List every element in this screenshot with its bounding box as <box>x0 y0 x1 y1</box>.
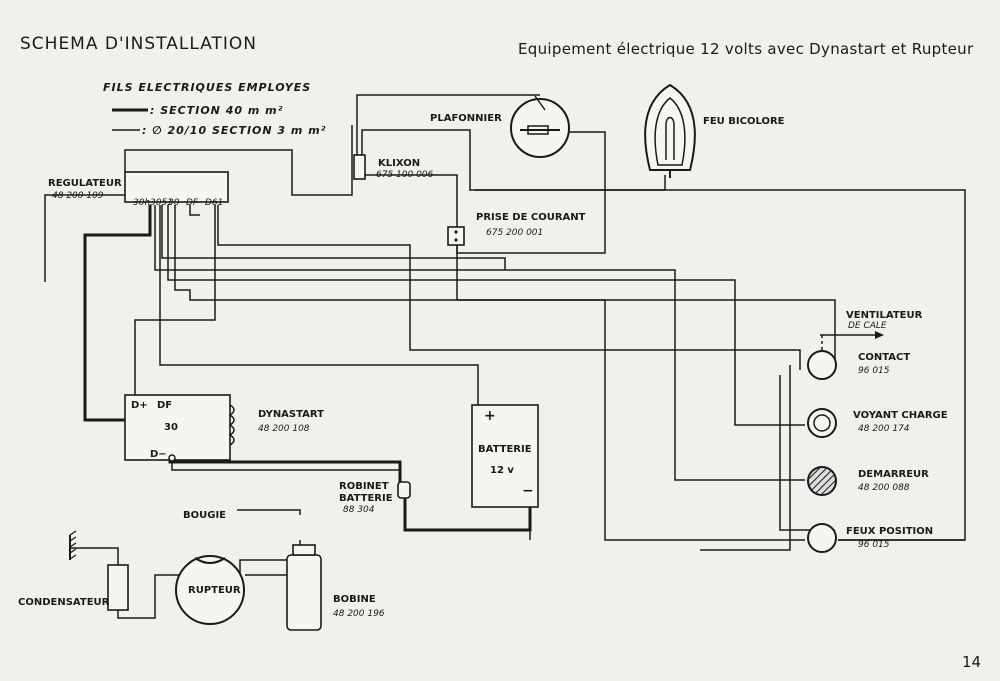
voyant-ref: 48 200 174 <box>858 424 910 434</box>
dynastart: D+ DF 30 D− DYNASTART 48 200 108 <box>124 394 324 462</box>
plafonnier-label: PLAFONNIER <box>430 113 502 124</box>
dynastart-terminal-df: DF <box>157 400 172 411</box>
demarreur-label: DEMARREUR <box>858 469 929 480</box>
batterie-plus: + <box>484 408 496 424</box>
wire-legend: FILS ELECTRIQUES EMPLOYES : SECTION 40 m… <box>103 81 327 137</box>
regulateur-terminal-df: DF <box>186 198 199 208</box>
contact-ref: 96 015 <box>858 366 890 376</box>
feux-position-label: FEUX POSITION <box>846 526 933 537</box>
prise-label: PRISE DE COURANT <box>476 212 586 223</box>
contact-label: CONTACT <box>858 352 910 363</box>
feux-position: FEUX POSITION 96 015 <box>807 523 933 553</box>
ventilateur: VENTILATEUR DE CALE <box>846 310 923 331</box>
ventilateur-sub: DE CALE <box>848 321 887 331</box>
regulateur-terminal-30: 30 <box>168 198 180 208</box>
demarreur: DEMARREUR 48 200 088 <box>807 466 929 496</box>
feux-position-ref: 96 015 <box>858 540 890 550</box>
dynastart-terminal-dminus: D− <box>150 449 167 460</box>
voyant-label: VOYANT CHARGE <box>853 410 948 421</box>
rupteur: RUPTEUR <box>175 555 245 625</box>
bougie-label: BOUGIE <box>183 510 226 521</box>
page-title: SCHEMA D'INSTALLATION <box>20 34 258 54</box>
batterie-minus: − <box>522 483 534 499</box>
dynastart-label: DYNASTART <box>258 409 324 420</box>
bougie: BOUGIE <box>183 510 226 521</box>
voyant-charge: VOYANT CHARGE 48 200 174 <box>807 408 948 438</box>
bobine: BOBINE 48 200 196 <box>286 544 385 631</box>
page-subtitle: Equipement électrique 12 volts avec Dyna… <box>518 40 974 58</box>
robinet-label: ROBINET <box>339 481 389 492</box>
condensateur-label: CONDENSATEUR <box>18 597 110 608</box>
dynastart-ref: 48 200 108 <box>258 424 310 434</box>
regulateur-terminal-3051: 3051 <box>150 198 173 208</box>
regulateur-terminal-d61: D61 <box>205 198 223 208</box>
regulateur-terminal-30h: 30h <box>133 198 150 208</box>
condensateur: CONDENSATEUR <box>18 530 129 611</box>
prise-de-courant: PRISE DE COURANT 675 200 001 <box>447 212 586 246</box>
contact: CONTACT 96 015 <box>807 350 910 380</box>
robinet-ref: 88 304 <box>343 505 375 515</box>
klixon: KLIXON 675 100 006 <box>353 154 434 180</box>
page-number: 14 <box>962 653 982 671</box>
regulateur-ref: 48 200 109 <box>52 191 104 201</box>
robinet-batterie: ROBINET BATTERIE 88 304 <box>339 481 411 515</box>
bobine-ref: 48 200 196 <box>333 609 385 619</box>
klixon-ref: 675 100 006 <box>376 170 434 180</box>
thin-wires <box>44 94 966 619</box>
bobine-label: BOBINE <box>333 594 376 605</box>
feu-bicolore-label: FEU BICOLORE <box>703 116 785 127</box>
prise-ref: 675 200 001 <box>486 228 543 238</box>
batterie-label: BATTERIE <box>478 444 532 455</box>
batterie: + BATTERIE 12 v − <box>471 404 539 508</box>
demarreur-ref: 48 200 088 <box>858 483 910 493</box>
legend-thick-wire-text: : SECTION 40 m m² <box>150 104 283 117</box>
robinet-label2: BATTERIE <box>339 493 393 504</box>
legend-thin-wire-text: : ∅ 20/10 SECTION 3 m m² <box>142 124 327 137</box>
legend-heading: FILS ELECTRIQUES EMPLOYES <box>103 81 311 94</box>
plafonnier: PLAFONNIER <box>430 95 570 158</box>
dynastart-terminal-30: 30 <box>164 422 178 433</box>
feu-bicolore: FEU BICOLORE <box>644 83 785 178</box>
ventilateur-label: VENTILATEUR <box>846 310 923 321</box>
regulateur: 30h 3051 30 DF D61 REGULATEUR 48 200 109 <box>48 171 229 208</box>
rupteur-label: RUPTEUR <box>188 585 241 596</box>
regulateur-label: REGULATEUR <box>48 178 122 189</box>
klixon-label: KLIXON <box>378 158 420 169</box>
dynastart-terminal-dplus: D+ <box>131 400 148 411</box>
batterie-voltage: 12 v <box>490 465 514 476</box>
